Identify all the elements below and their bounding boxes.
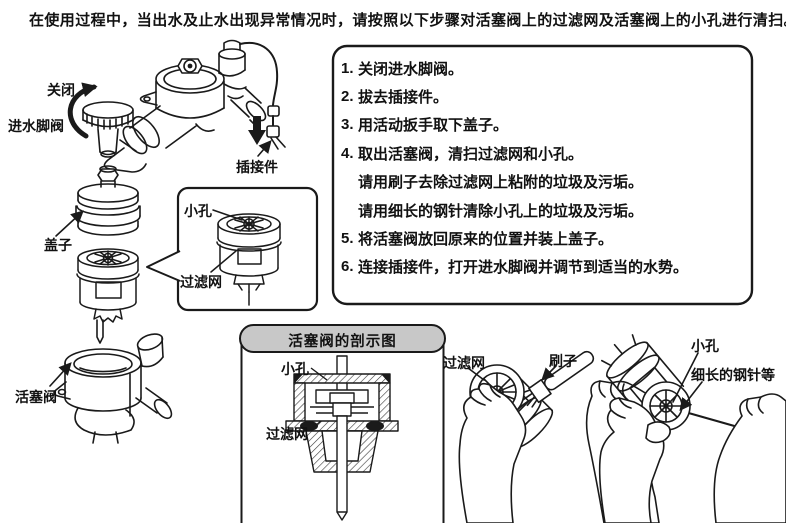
label-brush-filter: 过滤网 (443, 355, 485, 371)
label-inlet-foot-valve: 进水脚阀 (8, 118, 64, 134)
valve-body-drawing (49, 319, 173, 444)
needle-leader (679, 381, 703, 412)
cover-leader (55, 210, 84, 237)
brush-filter-leader (467, 367, 485, 381)
step-5: 5.将活塞阀放回原来的位置并装上盖子。 (341, 230, 614, 249)
section-small-hole-leader (310, 367, 328, 381)
inset-piston-valve-drawing (210, 209, 282, 306)
section-filter-leader (308, 420, 322, 432)
label-piston-valve: 活塞阀 (15, 389, 57, 405)
step-3: 3.用活动扳手取下盖子。 (341, 116, 509, 135)
step-6: 6.连接插接件，打开进水脚阀并调节到适当的水势。 (341, 258, 689, 277)
label-section-filter: 过滤网 (266, 426, 308, 442)
section-title: 活塞阀的剖示图 (288, 334, 397, 350)
step-4-note-needle: 请用细长的钢针清除小孔上的垃圾及污垢。 (358, 202, 644, 220)
label-section-small-hole: 小孔 (281, 361, 309, 377)
label-cover: 盖子 (44, 237, 72, 253)
steps-panel: 1.关闭进水脚阀。 2.拔去插接件。 3.用活动扳手取下盖子。 4.取出活塞阀，… (341, 54, 745, 281)
intro-text: 在使用过程中，当出水及止水出现异常情况时，请按照以下步骤对活塞阀上的过滤网及活塞… (29, 12, 786, 29)
step-4-note-brush: 请用刷子去除过滤网上粘附的垃圾及污垢。 (358, 174, 644, 192)
label-needle: 细长的钢针等 (691, 367, 775, 383)
section-banner-pill (239, 324, 446, 353)
rotate-arrow-icon (67, 82, 98, 139)
down-arrow-icon (248, 116, 266, 145)
step-4: 4.取出活塞阀，清扫过滤网和小孔。 (341, 144, 584, 163)
label-needle-small-hole: 小孔 (691, 338, 719, 354)
label-inset-filter: 过滤网 (180, 274, 222, 290)
needle-small-hole-leader (672, 352, 699, 403)
valve-assembly-drawing (67, 39, 286, 173)
inset-small-hole-leader (212, 209, 243, 221)
step-2: 2.拔去插接件。 (341, 88, 449, 107)
brush-leader (541, 365, 557, 381)
needle-cleaning-drawing (598, 334, 786, 523)
label-close: 关闭 (47, 82, 75, 98)
label-connector: 插接件 (236, 159, 278, 175)
steps-panel-border (331, 44, 754, 306)
inset-filter-leader (210, 250, 237, 273)
connector-leader (257, 140, 272, 157)
label-inset-small-hole: 小孔 (184, 203, 212, 219)
piston-valve-drawing (76, 248, 140, 323)
section-panel-border (239, 324, 446, 523)
cross-section-drawing (285, 355, 399, 521)
step-1: 1.关闭进水脚阀。 (341, 59, 464, 78)
cover-drawing (55, 165, 141, 237)
piston-valve-leader (49, 362, 72, 387)
label-brush: 刷子 (549, 353, 577, 369)
